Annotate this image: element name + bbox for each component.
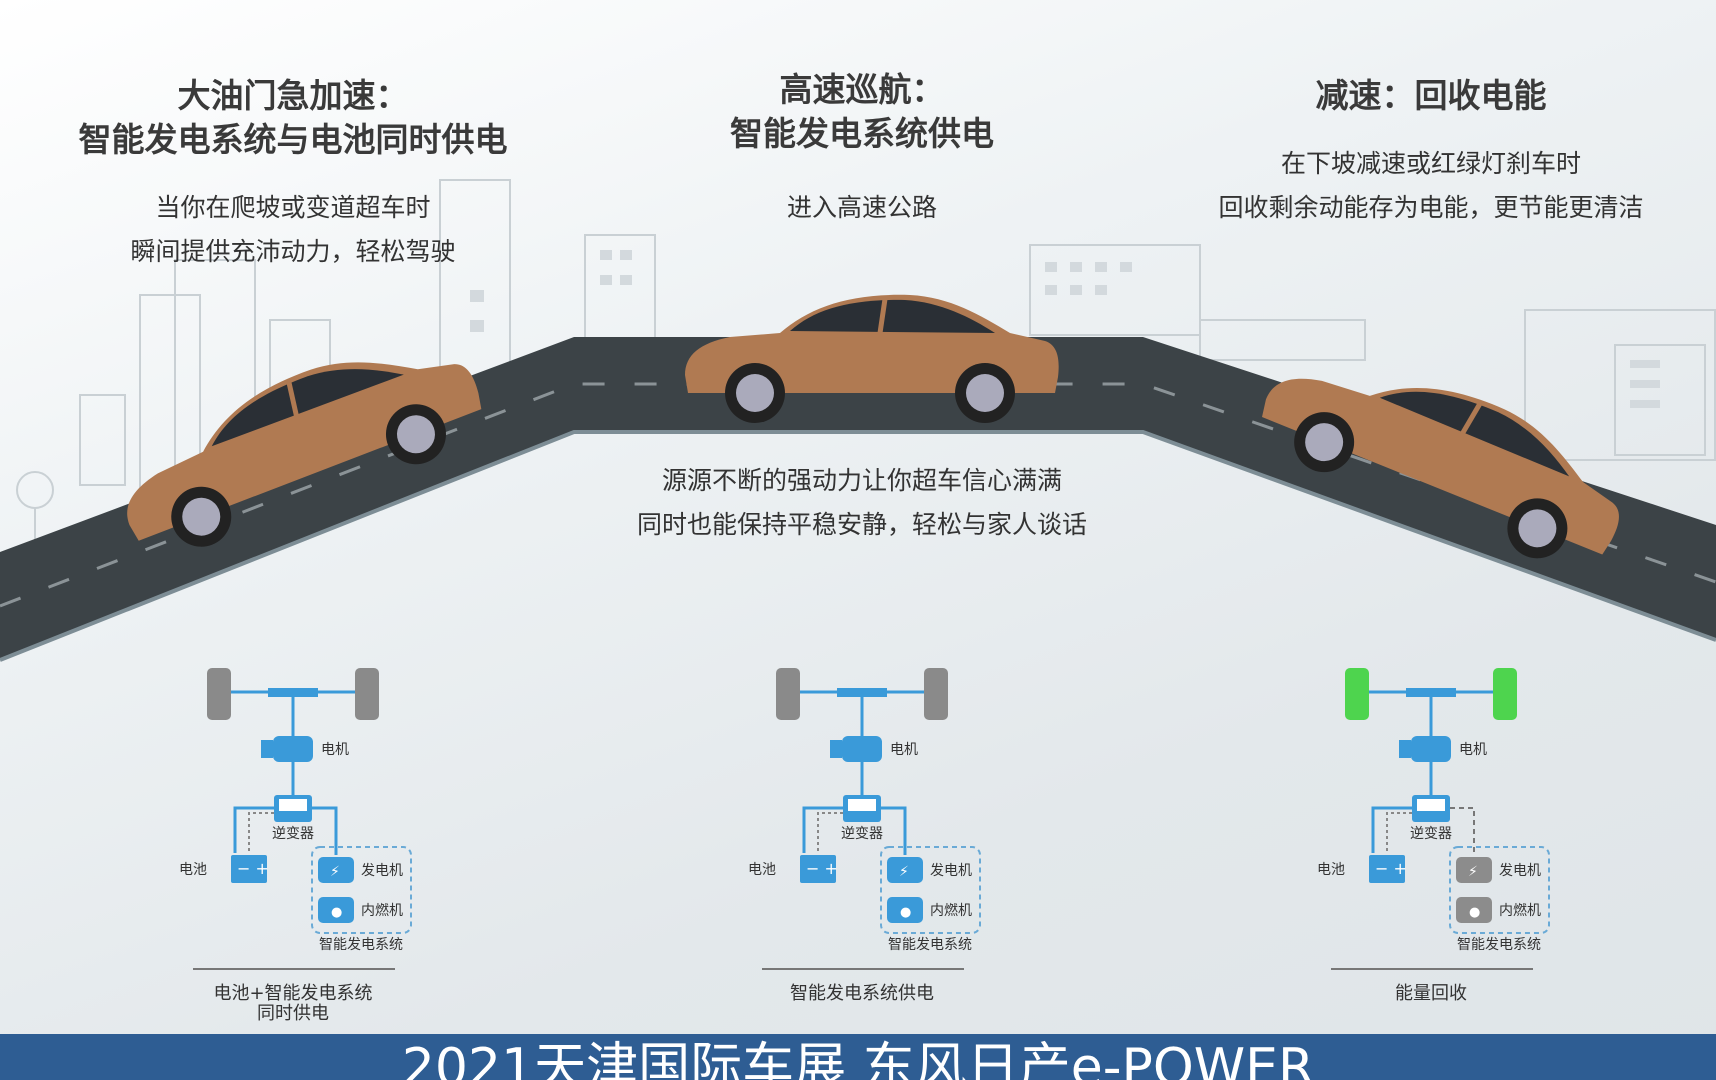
- inverter-label: 逆变器: [1410, 826, 1452, 842]
- svg-text:− +: − +: [237, 859, 269, 878]
- motor-label: 电机: [890, 742, 918, 758]
- left-title: 大油门急加速： 智能发电系统与电池同时供电: [79, 74, 508, 162]
- svg-text:− +: − +: [1375, 859, 1407, 878]
- svg-text:⚡: ⚡: [330, 864, 340, 880]
- car: [127, 362, 482, 547]
- motor-label: 电机: [1459, 742, 1487, 758]
- motor-label: 电机: [321, 742, 349, 758]
- caption-line1: 智能发电系统供电: [790, 983, 934, 1004]
- car-2: [685, 294, 1059, 423]
- inverter-icon: [274, 795, 312, 822]
- svg-text:●: ●: [900, 905, 911, 920]
- svg-text:− +: − +: [806, 859, 838, 878]
- diagram-caption: 能量回收: [1395, 984, 1467, 1004]
- middle-note-line1: 源源不断的强动力让你超车信心满满: [661, 466, 1063, 495]
- right-title: 减速：回收电能: [1315, 76, 1547, 115]
- generator-icon: ⚡: [318, 857, 354, 883]
- generator-icon: ⚡: [887, 857, 923, 883]
- engine-icon: ●: [1456, 897, 1492, 923]
- middle-title-line1: 高速巡航：: [779, 70, 945, 109]
- powertrain-diagram: 电机 逆变器 − + 电池 ⚡ 发电机 ● 内燃机 智能发电系统: [748, 668, 981, 953]
- svg-text:●: ●: [331, 905, 342, 920]
- engine-label: 内燃机: [361, 902, 403, 919]
- inverter-icon: [1412, 795, 1450, 822]
- middle-note: 源源不断的强动力让你超车信心满满同时也能保持平稳安静，轻松与家人谈话: [637, 459, 1087, 547]
- battery-label: 电池: [179, 862, 207, 878]
- car: [1262, 378, 1619, 559]
- diagram-caption: 智能发电系统供电: [790, 984, 934, 1004]
- svg-text:⚡: ⚡: [899, 864, 909, 880]
- engine-icon: ●: [318, 897, 354, 923]
- motor-icon: [261, 736, 313, 762]
- powertrain-diagram: 电机 逆变器 − + 电池 ⚡ 发电机 ● 内燃机 智能发电系统: [179, 668, 412, 953]
- left-title-line2: 智能发电系统与电池同时供电: [78, 120, 508, 159]
- svg-text:⚡: ⚡: [1468, 864, 1478, 880]
- system-label: 智能发电系统: [888, 937, 972, 953]
- engine-label: 内燃机: [930, 902, 972, 919]
- left-desc-line2: 瞬间提供充沛动力，轻松驾驶: [130, 237, 456, 266]
- battery-label: 电池: [1317, 862, 1345, 878]
- system-label: 智能发电系统: [319, 937, 403, 953]
- banner-text: 2021天津国际车展 东风日产e-POWER: [401, 1038, 1315, 1080]
- generator-label: 发电机: [1499, 863, 1541, 879]
- car: [685, 294, 1059, 423]
- battery-label: 电池: [748, 862, 776, 878]
- divider: [1331, 968, 1533, 970]
- right-desc-line2: 回收剩余动能存为电能，更节能更清洁: [1218, 193, 1644, 222]
- svg-text:●: ●: [1469, 905, 1480, 920]
- inverter-label: 逆变器: [841, 826, 883, 842]
- system-label: 智能发电系统: [1457, 937, 1541, 953]
- powertrain-diagram: 电机 逆变器 − + 电池 ⚡ 发电机 ● 内燃机 智能发电系统: [1317, 668, 1550, 953]
- car-1: [127, 362, 482, 547]
- divider: [193, 968, 395, 970]
- middle-title-line2: 智能发电系统供电: [730, 114, 994, 153]
- generator-label: 发电机: [930, 863, 972, 879]
- battery-icon: − +: [1369, 855, 1407, 883]
- motor-icon: [1399, 736, 1451, 762]
- inverter-label: 逆变器: [272, 826, 314, 842]
- caption-line1: 能量回收: [1395, 983, 1467, 1004]
- battery-icon: − +: [800, 855, 838, 883]
- generator-label: 发电机: [361, 863, 403, 879]
- middle-description: 进入高速公路: [786, 193, 938, 222]
- diagram-caption: 电池+智能发电系统同时供电: [213, 984, 372, 1024]
- wheel-icon: [207, 668, 379, 720]
- divider: [762, 968, 964, 970]
- wheel-icon: [776, 668, 948, 720]
- right-desc-line1: 在下坡减速或红绿灯刹车时: [1280, 149, 1582, 178]
- inverter-icon: [843, 795, 881, 822]
- generator-icon: ⚡: [1456, 857, 1492, 883]
- engine-label: 内燃机: [1499, 902, 1541, 919]
- road: [0, 294, 1716, 662]
- middle-title: 高速巡航： 智能发电系统供电: [730, 68, 994, 156]
- battery-icon: − +: [231, 855, 269, 883]
- middle-note-line2: 同时也能保持平稳安静，轻松与家人谈话: [636, 510, 1088, 539]
- wheel-icon: [1345, 668, 1517, 720]
- motor-icon: [830, 736, 882, 762]
- left-description: 当你在爬坡或变道超车时瞬间提供充沛动力，轻松驾驶: [130, 186, 455, 274]
- car-3: [1262, 378, 1619, 559]
- banner: 2021天津国际车展 东风日产e-POWER: [0, 1034, 1716, 1080]
- caption-line2: 同时供电: [257, 1003, 329, 1024]
- left-title-line1: 大油门急加速：: [177, 76, 409, 115]
- left-desc-line1: 当你在爬坡或变道超车时: [155, 193, 431, 222]
- caption-line1: 电池+智能发电系统: [213, 983, 373, 1004]
- right-description: 在下坡减速或红绿灯刹车时回收剩余动能存为电能，更节能更清洁: [1218, 142, 1643, 230]
- engine-icon: ●: [887, 897, 923, 923]
